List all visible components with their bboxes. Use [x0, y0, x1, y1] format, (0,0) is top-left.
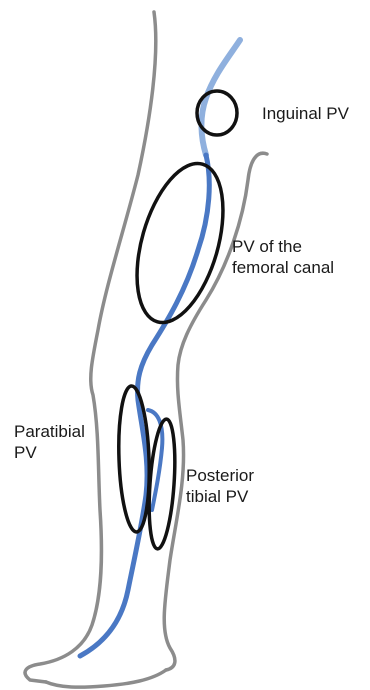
foot-outline: [46, 670, 166, 687]
leg-outline-anterior: [164, 153, 267, 670]
paratibial-pv-label: Paratibial PV: [14, 421, 85, 463]
leg-outline: [25, 12, 267, 687]
paratibial-pv-label-line1: Paratibial: [14, 421, 85, 442]
posterior-tibial-pv-label: Posterior tibial PV: [186, 465, 254, 507]
vein-faded-upper: [202, 40, 241, 155]
posterior-tibial-pv-label-line1: Posterior: [186, 465, 254, 486]
femoral-canal-pv-label: PV of the femoral canal: [232, 236, 334, 278]
paratibial-pv-label-line2: PV: [14, 442, 85, 463]
femoral-canal-pv-label-line1: PV of the: [232, 236, 334, 257]
posterior-tibial-pv-label-line2: tibial PV: [186, 486, 254, 507]
femoral-canal-pv-marker: [121, 154, 239, 333]
leg-outline-posterior: [25, 12, 156, 682]
femoral-canal-pv-label-line2: femoral canal: [232, 257, 334, 278]
inguinal-pv-label: Inguinal PV: [262, 103, 349, 124]
popliteal-vein: [80, 40, 240, 656]
